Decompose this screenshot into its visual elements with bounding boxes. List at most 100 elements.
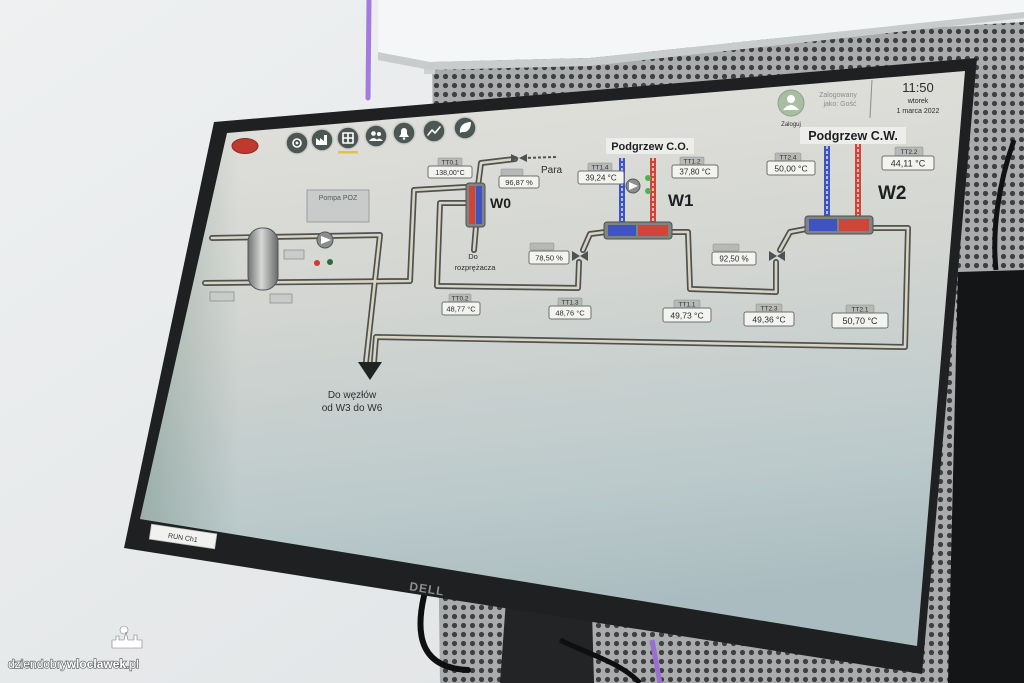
trend-chart-icon [427, 126, 441, 136]
monitor-cable [417, 593, 471, 673]
user-status-line1: Zalogowany [819, 92, 857, 99]
reading-label: TT0.1 [442, 160, 459, 167]
steam-valve [511, 154, 527, 162]
nav-button-trends[interactable] [422, 119, 446, 143]
heating-title: Podgrzew C.O. [611, 141, 689, 153]
black-cable [992, 139, 1017, 271]
active-nav-marker [338, 151, 358, 154]
users-icon [369, 131, 383, 141]
reading-value: 48,77 °C [446, 305, 476, 314]
reading-tt14: TT1.4 39,24 °C [577, 162, 625, 185]
nav-button-users[interactable] [364, 124, 388, 148]
monitor-stand [500, 600, 594, 683]
reading-box-dim [269, 293, 293, 304]
login-button[interactable]: Zaloguj [777, 89, 805, 128]
nav-button-plant[interactable] [310, 128, 334, 152]
reading-tt11: TT1.1 49,73 °C [662, 299, 712, 323]
pump-poz-label: Pompa POZ [319, 195, 358, 202]
shelf [378, 0, 1024, 62]
outlet-arrow [358, 362, 382, 380]
reading-value: 37,80 °C [679, 168, 710, 177]
reading-label: TT2.4 [780, 155, 797, 162]
reading-value: 50,00 °C [774, 164, 807, 174]
login-label: Zaloguj [781, 122, 801, 128]
watermark-part2: wloclawek [66, 657, 127, 671]
clock-date: 1 marca 2022 [897, 108, 940, 115]
reading-label: TT1.3 [562, 300, 579, 307]
pipes [205, 157, 908, 380]
nav-button-overview[interactable] [285, 131, 309, 155]
nav-button-eco[interactable] [453, 116, 477, 140]
reading-label: TT1.1 [679, 302, 696, 309]
reading-box-dim [283, 249, 305, 260]
reading-label: TT2.2 [901, 149, 918, 156]
nav-bar [285, 116, 477, 155]
user-status-line2: jako: Gość [822, 101, 857, 108]
overview-icon [292, 138, 302, 148]
reading-tt23: TT2.3 49,36 °C [743, 303, 795, 327]
shelf-edge [378, 12, 1024, 70]
hot-water-title: Podgrzew C.W. [808, 129, 898, 143]
outlet-label-line1: Do węzłów [328, 390, 377, 401]
reading-value: 49,73 °C [670, 311, 703, 321]
reading-valve-w0: 96,87 % [498, 168, 540, 189]
purple-cable [649, 639, 663, 683]
exchanger-w1 [603, 221, 673, 240]
reading-value: 48,76 °C [555, 309, 585, 318]
outlet-label-line2: od W3 do W6 [322, 403, 383, 414]
reading-tt24: TT2.4 50,00 °C [766, 152, 816, 176]
watermark-part3: .pl [126, 657, 139, 671]
reading-tt12: TT1.2 37,80 °C [671, 156, 719, 179]
company-logo [231, 138, 259, 154]
reading-label: TT0.2 [452, 296, 469, 303]
status-dot-green [645, 175, 651, 181]
reading-label: TT1.4 [592, 165, 609, 172]
control-valve-w2 [769, 251, 785, 261]
reading-tt13: TT1.3 48,76 °C [548, 297, 592, 320]
plant-icon [316, 135, 327, 145]
exchanger-w2 [804, 215, 874, 235]
clock-time: 11:50 [902, 80, 934, 95]
bezel-sticker: RUN Ch1 [148, 523, 218, 550]
reading-value: 49,36 °C [752, 315, 785, 325]
purple-cable [365, 0, 372, 101]
pump-poz [316, 231, 334, 249]
equipment-case [948, 270, 1024, 683]
w1-label: W1 [668, 191, 694, 210]
pump-poz-panel [306, 189, 370, 223]
w0-label: W0 [490, 195, 511, 211]
w2-circuit-pipes [824, 144, 861, 216]
eco-icon [459, 122, 471, 133]
steam-label: Para [541, 165, 563, 176]
reading-value: 92,50 % [719, 255, 748, 264]
w1-circuit-pipes [619, 158, 656, 222]
reading-value: 78,50 % [535, 254, 563, 263]
reading-label: TT2.1 [852, 307, 869, 314]
reading-value: 96,87 % [505, 178, 533, 187]
heating-title-bg [606, 138, 694, 154]
clock-weekday: wtorek [907, 98, 929, 105]
watermark-text: dziendobrywloclawek.pl [8, 657, 139, 671]
reading-valve-w1: 78,50 % [528, 242, 570, 265]
expander-label-line1: Do [468, 252, 478, 261]
user-icon [783, 95, 799, 110]
reading-tt21: TT2.1 50,70 °C [831, 304, 889, 329]
expander-label-line2: rozprężacza [455, 263, 497, 272]
reading-tt01: TT0.1 138,00°C [427, 157, 473, 179]
steam-line [522, 156, 557, 159]
monitor-brand-logo: DELL [408, 579, 445, 598]
exchanger-w0 [465, 182, 486, 228]
vessel [247, 227, 279, 291]
reading-tt22: TT2.2 44,11 °C [881, 146, 935, 171]
reading-box-dim [209, 291, 235, 302]
watermark-part1: dziendobry [8, 657, 67, 671]
nav-button-building[interactable] [336, 126, 360, 150]
status-dot-green [327, 259, 333, 265]
building-icon [342, 132, 354, 144]
status-dot-green [645, 188, 651, 194]
hot-water-title-bg [800, 127, 906, 144]
reading-value: 39,24 °C [585, 174, 616, 183]
reading-valve-w2: 92,50 % [711, 243, 757, 266]
nav-button-alarms[interactable] [392, 121, 416, 145]
reading-value: 50,70 °C [842, 316, 878, 326]
